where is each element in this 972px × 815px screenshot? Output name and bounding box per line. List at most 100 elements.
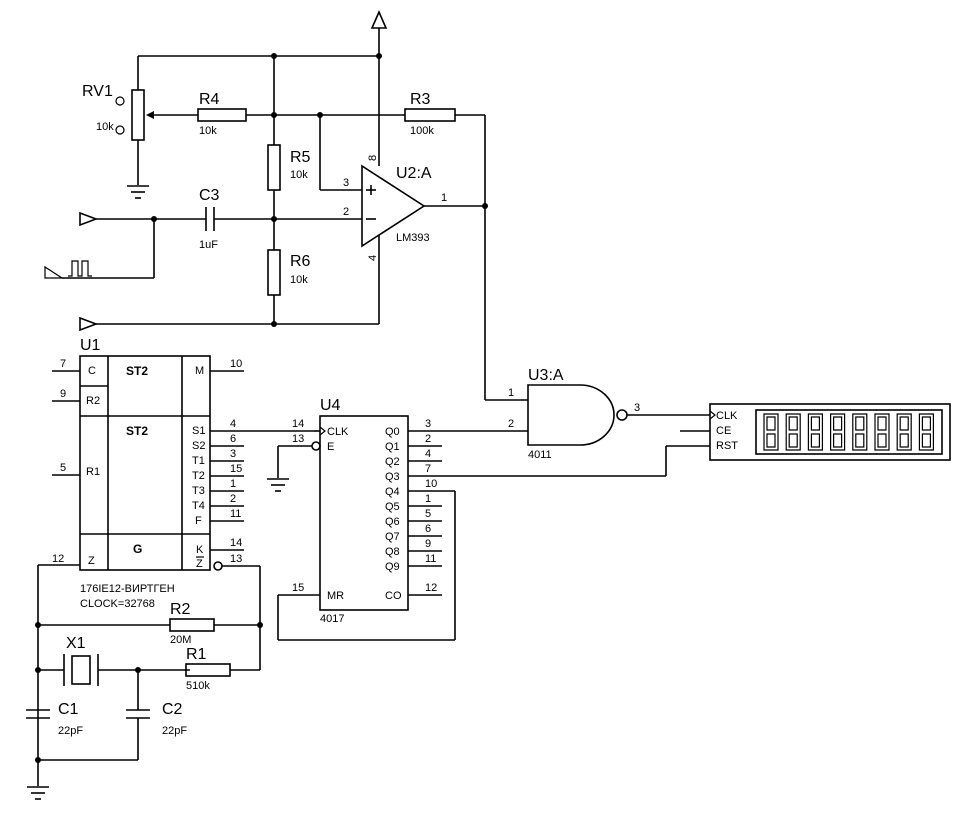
u1-pin-f: F: [195, 515, 202, 527]
seven-segment-digit: [830, 413, 846, 451]
u4-pin-q4: Q4: [385, 486, 400, 498]
pin-number: 7: [425, 463, 431, 475]
u1-pin-t3: T3: [192, 485, 205, 497]
c1-value: 22pF: [58, 725, 83, 737]
u2-label: U2:A: [396, 165, 432, 182]
r1-resistor: [185, 663, 231, 677]
junction: [35, 622, 41, 628]
pin-number: 6: [425, 523, 431, 535]
r3-value: 100k: [410, 125, 434, 137]
seven-segment-digit: [785, 413, 801, 451]
ground-symbol: [27, 786, 49, 800]
pin-number: 7: [60, 358, 66, 370]
pin-number: 10: [230, 358, 242, 370]
u1-chip: [79, 355, 211, 571]
junction: [482, 203, 488, 209]
pin-number: 2: [425, 433, 431, 445]
c3-value: 1uF: [199, 239, 218, 251]
c3-capacitor: [205, 207, 215, 231]
pin-number: 4: [230, 418, 236, 430]
r4-resistor: [197, 108, 247, 122]
pin-number: 6: [230, 433, 236, 445]
pin-number: 14: [292, 418, 304, 430]
u4-pin-q7: Q7: [385, 531, 400, 543]
pin-number: 5: [60, 462, 66, 474]
c1-capacitor: [26, 709, 50, 719]
c3-label: C3: [199, 187, 220, 204]
rv1-potentiometer: [115, 89, 154, 185]
pin-number: 9: [60, 388, 66, 400]
u1-pin-k: K: [196, 544, 204, 556]
u1-st2-top: ST2: [126, 364, 148, 378]
seven-segment-digits: [763, 413, 934, 451]
pin-number: 12: [52, 553, 64, 565]
u3-part: 4011: [528, 449, 552, 461]
u1-label: U1: [80, 337, 101, 354]
pin-number: 14: [230, 537, 242, 549]
r5-resistor: [267, 144, 281, 191]
u4-pin-q5: Q5: [385, 501, 400, 513]
r1-value: 510k: [186, 680, 210, 692]
u2-part: LM393: [396, 232, 430, 244]
u4-pin-q0: Q0: [385, 426, 400, 438]
ground-symbol: [127, 185, 149, 199]
u1-pin-r1: R1: [86, 466, 100, 478]
u1-pin-c: C: [88, 365, 96, 377]
u4-pin-q6: Q6: [385, 516, 400, 528]
pin-number: 2: [230, 493, 236, 505]
u3-nand-gate: [527, 384, 628, 446]
r1-label: R1: [186, 646, 207, 663]
u4-pin-q1: Q1: [385, 441, 400, 453]
junction: [35, 667, 41, 673]
pulse-source-icon: [44, 260, 92, 279]
r2-resistor: [169, 618, 215, 632]
r4-label: R4: [199, 91, 220, 108]
pin-number: 15: [230, 463, 242, 475]
u4-pin-q8: Q8: [385, 546, 400, 558]
pin-number: 3: [230, 448, 236, 460]
display-window: [755, 409, 943, 455]
pin-number: 9: [425, 538, 431, 550]
display-pin-clk: CLK: [716, 410, 738, 422]
u4-pin-q2: Q2: [385, 456, 400, 468]
u1-pin-s1: S1: [192, 425, 205, 437]
c1-label: C1: [58, 701, 79, 718]
u1-clock: CLOCK=32768: [80, 598, 155, 610]
seven-segment-digit: [918, 413, 934, 451]
pin-number: 13: [230, 553, 242, 565]
r5-value: 10k: [290, 169, 308, 181]
vcc-terminal: [370, 10, 388, 56]
u4-pin-co: CO: [385, 590, 402, 602]
pin-number: 4: [425, 448, 431, 460]
seven-segment-digit: [896, 413, 912, 451]
pin-number: 3: [343, 177, 349, 189]
c2-value: 22pF: [162, 725, 187, 737]
ground-symbol: [267, 478, 289, 492]
r6-label: R6: [290, 253, 311, 270]
u4-label: U4: [320, 397, 341, 414]
u4-chip: [319, 415, 409, 611]
seven-segment-digit: [852, 413, 868, 451]
pin-number: 15: [292, 582, 304, 594]
r3-label: R3: [410, 91, 431, 108]
u3-label: U3:A: [528, 367, 564, 384]
c2-capacitor: [126, 709, 150, 719]
u4-part: 4017: [320, 613, 344, 625]
u1-g: G: [133, 542, 142, 556]
r5-label: R5: [290, 149, 311, 166]
counter-display: [709, 403, 951, 461]
u4-pin-clk: CLK: [327, 426, 349, 438]
pin-number: 11: [230, 508, 241, 520]
pin-number: 3: [634, 402, 640, 414]
u4-pin-mr: MR: [327, 590, 344, 602]
seven-segment-digit: [763, 413, 779, 451]
display-pin-ce: CE: [716, 425, 731, 437]
u4-pin-e: E: [327, 441, 334, 453]
pin-number: 1: [508, 387, 514, 399]
pin-number: 12: [425, 582, 437, 594]
pin-number: 1: [425, 493, 431, 505]
pin-number: 2: [508, 418, 514, 430]
u1-pin-zbar: Z: [196, 558, 203, 570]
inversion-bubble: [311, 441, 321, 451]
u2-comparator: [361, 164, 426, 248]
